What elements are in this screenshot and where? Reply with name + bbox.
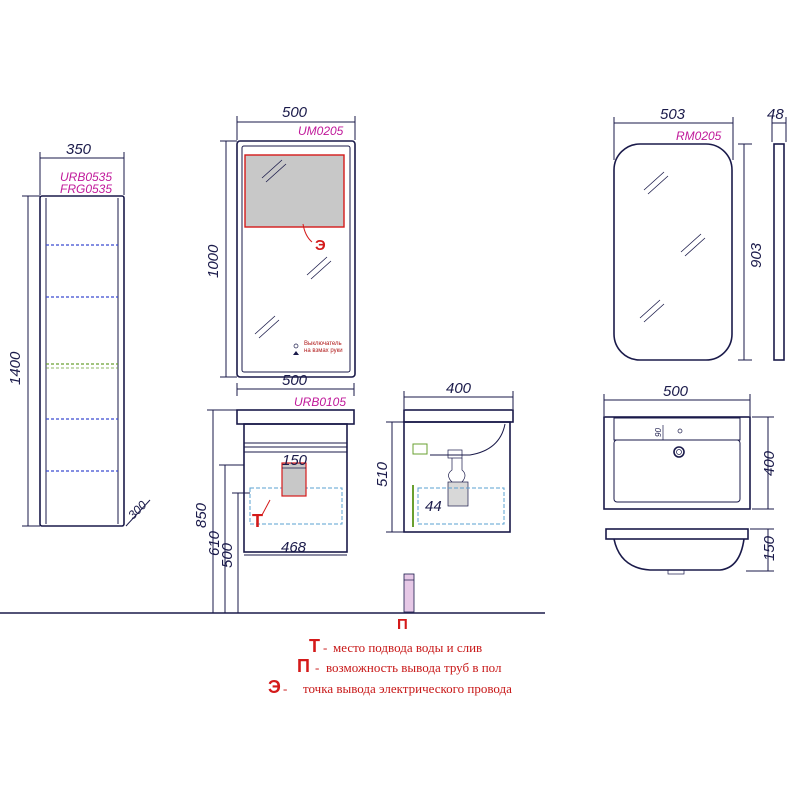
- vanity-top: [236, 409, 355, 425]
- vanity-front: 500 URB0105 150 Т 468 850 610 500: [193, 372, 355, 613]
- column-cabinet: 350 URB0535 FRG0535 1400 300: [7, 141, 151, 527]
- round-mirror-model: RM0205: [676, 129, 722, 143]
- legend-item-floor: П - возможность вывода труб в пол: [297, 656, 502, 676]
- vanity-side: 400 44 510: [374, 380, 514, 533]
- switch-note-1: Выключатель: [304, 341, 342, 347]
- side-top: [403, 409, 514, 423]
- legend-mark-electric: Э: [268, 677, 281, 697]
- round-mirror-depth-label: 48: [767, 106, 784, 123]
- side-height-label: 510: [374, 461, 391, 487]
- round-mirror-height-label: 903: [748, 242, 765, 268]
- column-model-1: URB0535: [60, 170, 112, 184]
- column-model-2: FRG0535: [60, 182, 112, 196]
- switch-note-2: на взмах руки: [304, 348, 343, 354]
- legend-text-floor: возможность вывода труб в пол: [326, 660, 502, 675]
- mirror-cabinet-width-label: 500: [282, 104, 308, 121]
- vanity-height-total-label: 850: [193, 502, 210, 528]
- floor-marker: П: [397, 616, 408, 633]
- floor-pipe: [403, 573, 415, 613]
- vanity-height-610-label: 610: [206, 530, 223, 556]
- column-height-label: 1400: [7, 351, 24, 385]
- vanity-body: [243, 423, 348, 553]
- sink-width-label: 500: [663, 383, 689, 400]
- column-body: [39, 195, 125, 527]
- legend-item-electric: Э - точка вывода электрического провода: [268, 677, 512, 697]
- column-width-label: 350: [66, 141, 92, 158]
- legend-separator-electric: -: [283, 681, 287, 696]
- niche-width-label: 150: [282, 452, 308, 469]
- side-body: [403, 421, 511, 533]
- tap-offset-label: 90: [654, 428, 663, 437]
- sink-top-view: [603, 416, 751, 510]
- electric-marker: Э: [315, 237, 326, 254]
- legend-text-electric: точка вывода электрического провода: [303, 681, 512, 696]
- sink: 500 90 400 150: [603, 383, 778, 575]
- legend-item-water: Т - место подвода воды и слив: [309, 636, 482, 656]
- legend-separator-floor: -: [315, 660, 319, 675]
- mirror-cabinet: 500 UM0205 Э Выключатель на взмах руки 1…: [205, 104, 356, 378]
- column-depth-label: 300: [125, 498, 149, 522]
- vanity-width-label: 500: [282, 372, 308, 389]
- legend-mark-water: Т: [309, 636, 320, 656]
- sink-front-view: [605, 528, 749, 540]
- vanity-model: URB0105: [294, 395, 346, 409]
- round-mirror-profile: [773, 143, 785, 361]
- tap-hole: [673, 446, 685, 458]
- display-panel: [244, 154, 345, 228]
- round-mirror-glass: [613, 143, 733, 361]
- legend-separator-water: -: [323, 640, 327, 655]
- hand-switch-icon: [293, 351, 299, 355]
- mirror-cabinet-model: UM0205: [298, 124, 344, 138]
- mirror-cabinet-frame: [236, 140, 356, 378]
- vanity-inner-width-label: 468: [281, 539, 307, 556]
- legend-mark-floor: П: [297, 656, 310, 676]
- sink-height-label: 150: [761, 535, 778, 561]
- legend: Т - место подвода воды и слив П - возмож…: [268, 636, 512, 697]
- sink-depth-label: 400: [761, 450, 778, 476]
- vanity-height-500-label: 500: [219, 542, 236, 568]
- water-marker: Т: [252, 511, 263, 531]
- mirror-cabinet-height-label: 1000: [205, 244, 222, 278]
- legend-text-water: место подвода воды и слив: [333, 640, 482, 655]
- niche-panel: [281, 462, 307, 497]
- round-mirror: 503 RM0205 903 48: [613, 106, 787, 361]
- side-offset-label: 44: [425, 498, 442, 515]
- side-width-label: 400: [446, 380, 472, 397]
- round-mirror-width-label: 503: [660, 106, 686, 123]
